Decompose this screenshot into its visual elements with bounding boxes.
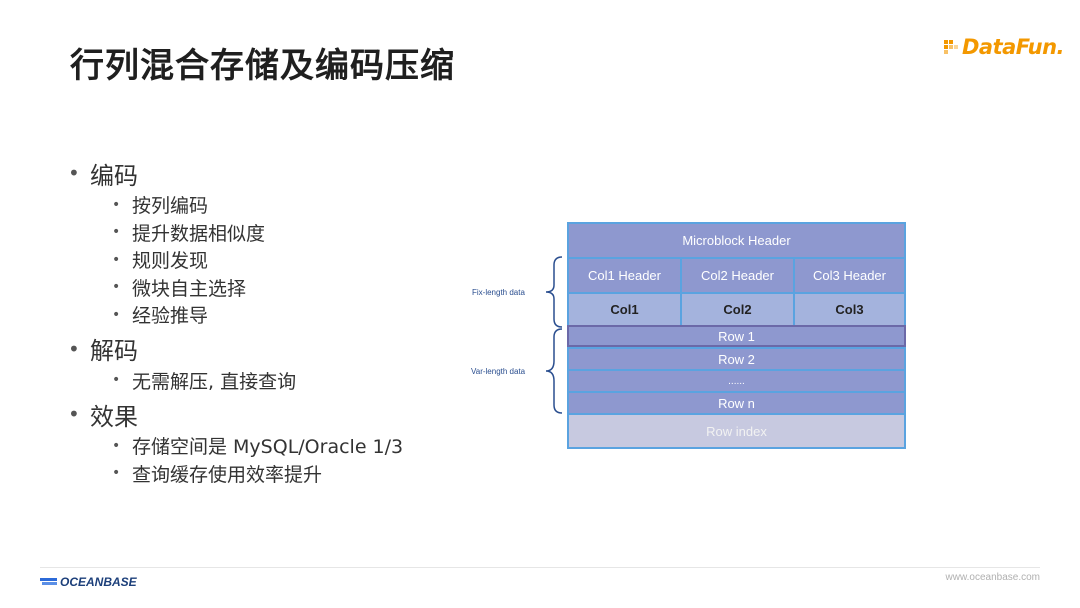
footer-url[interactable]: www.oceanbase.com xyxy=(945,572,1041,583)
datafun-logo: DataFun. xyxy=(943,32,1065,62)
bullet-item: 无需解压, 直接查询 xyxy=(132,370,297,393)
col-data-cell: Col2 xyxy=(680,292,793,325)
datafun-mark-icon xyxy=(943,40,958,54)
bullet-item: 按列编码 xyxy=(132,195,209,218)
bullet-group-effect: •效果 •存储空间是 MySQL/Oracle 1/3 •查询缓存使用效率提升 xyxy=(68,396,403,487)
row-index-cell: Row index xyxy=(567,413,906,449)
oceanbase-logo-text: OCEANBASE xyxy=(60,575,137,589)
column-data-row: Col1 Col2 Col3 xyxy=(567,292,906,325)
bullet-item: 提升数据相似度 xyxy=(132,222,266,245)
microblock-header-cell: Microblock Header xyxy=(567,222,906,257)
bullet-item: 规则发现 xyxy=(132,250,209,273)
row-ellipsis-cell: ...... xyxy=(567,369,906,391)
bullet-heading: 编码 xyxy=(90,161,138,190)
bullet-group-encoding: •编码 •按列编码 •提升数据相似度 •规则发现 •微块自主选择 •经验推导 xyxy=(68,155,403,329)
col-header-cell: Col1 Header xyxy=(567,257,680,292)
bullet-item: 存储空间是 MySQL/Oracle 1/3 xyxy=(132,436,404,459)
bullet-heading: 效果 xyxy=(90,402,138,431)
fix-length-brace-icon xyxy=(545,256,563,328)
microblock-diagram: Microblock Header Col1 Header Col2 Heade… xyxy=(567,222,906,449)
fix-length-label: Fix-length data xyxy=(472,288,525,297)
var-length-brace-icon xyxy=(545,328,563,414)
bullet-item: 经验推导 xyxy=(132,305,209,328)
bullet-heading: 解码 xyxy=(90,337,138,365)
col-data-cell: Col3 xyxy=(793,292,906,325)
bullet-item: 微块自主选择 xyxy=(132,277,247,300)
bullet-list: •编码 •按列编码 •提升数据相似度 •规则发现 •微块自主选择 •经验推导 •… xyxy=(68,155,403,489)
row-cell: Row 1 xyxy=(567,325,906,347)
datafun-logo-text: DataFun. xyxy=(961,35,1065,59)
footer-divider xyxy=(40,567,1040,568)
col-header-cell: Col3 Header xyxy=(793,257,906,292)
var-length-label: Var-length data xyxy=(471,367,526,376)
oceanbase-logo: OCEANBASE xyxy=(40,575,137,589)
brace-icons xyxy=(545,256,563,414)
slide-title: 行列混合存储及编码压缩 xyxy=(70,46,455,86)
col-header-cell: Col2 Header xyxy=(680,257,793,292)
col-data-cell: Col1 xyxy=(567,292,680,325)
column-header-row: Col1 Header Col2 Header Col3 Header xyxy=(567,257,906,292)
row-cell: Row 2 xyxy=(567,347,906,369)
row-cell: Row n xyxy=(567,391,906,413)
oceanbase-mark-icon xyxy=(40,577,57,587)
bullet-group-decoding: •解码 •无需解压, 直接查询 xyxy=(68,331,403,395)
bullet-item: 查询缓存使用效率提升 xyxy=(132,463,323,486)
